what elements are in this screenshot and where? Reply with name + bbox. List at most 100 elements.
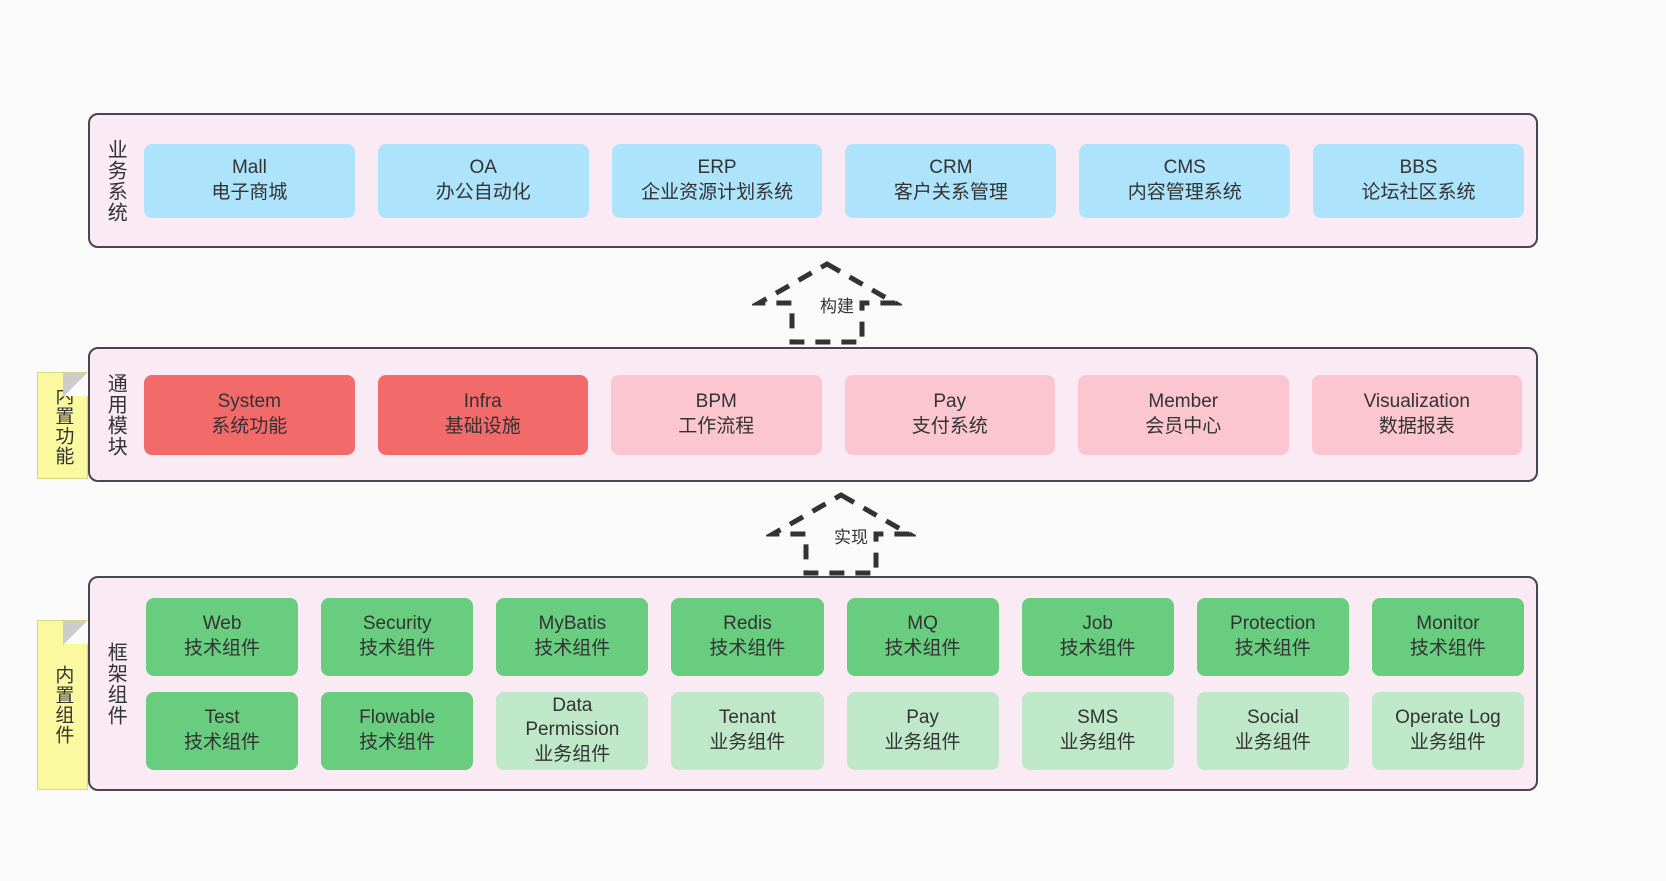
card-subtitle: 数据报表: [1378, 415, 1455, 437]
card-subtitle: 技术组件: [1409, 637, 1486, 659]
card-title: Flowable: [359, 707, 436, 729]
card-flowable[interactable]: Flowable 技术组件: [321, 691, 474, 770]
card-title: Security: [362, 613, 432, 635]
card-subtitle: 企业资源计划系统: [641, 181, 794, 203]
card-subtitle: 技术组件: [359, 637, 436, 659]
card-bpm[interactable]: BPM 工作流程: [611, 374, 822, 455]
card-subtitle: 业务组件: [1234, 731, 1311, 753]
card-erp[interactable]: ERP 企业资源计划系统: [611, 143, 823, 218]
card-title: Monitor: [1416, 613, 1480, 635]
arrow-implement-label: 实现: [832, 523, 870, 548]
card-row: System 系统功能 Infra 基础设施 BPM 工作流程 Pay 支付系统…: [144, 374, 1522, 455]
card-subtitle: 会员中心: [1145, 415, 1222, 437]
card-subtitle: 技术组件: [1234, 637, 1311, 659]
card-pay-business[interactable]: Pay 业务组件: [846, 691, 999, 770]
layer-framework-components[interactable]: 框架组件 Web 技术组件 Security 技术组件 MyBatis 技术组件…: [88, 576, 1538, 791]
card-title: Social: [1246, 707, 1299, 729]
card-title: OA: [469, 157, 497, 179]
layer-common-modules[interactable]: 通用模块 System 系统功能 Infra 基础设施 BPM 工作流程 Pay…: [88, 347, 1538, 482]
card-title: Pay: [906, 707, 939, 729]
layer-business-system[interactable]: 业务系统 Mall 电子商城 OA 办公自动化 ERP 企业资源计划系统 CRM…: [88, 113, 1538, 248]
card-subtitle: 业务组件: [884, 731, 961, 753]
card-subtitle: 办公自动化: [435, 181, 531, 203]
layer-body-framework-components: Web 技术组件 Security 技术组件 MyBatis 技术组件 Redi…: [140, 578, 1536, 789]
card-data-permission[interactable]: Data Permission 业务组件: [496, 691, 649, 770]
card-subtitle: 技术组件: [359, 731, 436, 753]
card-title: Web: [202, 613, 242, 635]
card-title: Tenant: [718, 707, 776, 729]
card-title: MQ: [907, 613, 938, 635]
card-title: Test: [204, 707, 240, 729]
layer-body-business-system: Mall 电子商城 OA 办公自动化 ERP 企业资源计划系统 CRM 客户关系…: [140, 115, 1536, 246]
card-oa[interactable]: OA 办公自动化: [377, 143, 589, 218]
card-title: System: [217, 391, 281, 413]
card-title: Data Permission: [525, 695, 620, 741]
layer-title-business-system: 业务系统: [104, 138, 127, 223]
card-pay[interactable]: Pay 支付系统: [844, 374, 1055, 455]
card-subtitle: 客户关系管理: [893, 181, 1008, 203]
layer-title-framework-components: 框架组件: [104, 641, 127, 726]
card-title: MyBatis: [538, 613, 607, 635]
card-row: Web 技术组件 Security 技术组件 MyBatis 技术组件 Redi…: [146, 597, 1524, 676]
card-title: Job: [1082, 613, 1113, 635]
card-mybatis[interactable]: MyBatis 技术组件: [496, 597, 649, 676]
card-subtitle: 支付系统: [911, 415, 988, 437]
card-title: BPM: [695, 391, 737, 413]
card-subtitle: 业务组件: [709, 731, 786, 753]
card-subtitle: 内容管理系统: [1127, 181, 1242, 203]
card-subtitle: 技术组件: [884, 637, 961, 659]
folded-corner-icon: [63, 621, 87, 645]
card-title: SMS: [1077, 707, 1119, 729]
card-subtitle: 技术组件: [1059, 637, 1136, 659]
card-mq[interactable]: MQ 技术组件: [846, 597, 999, 676]
arrow-implement: 实现: [763, 487, 919, 577]
arrow-build: 构建: [749, 256, 905, 346]
card-row: Mall 电子商城 OA 办公自动化 ERP 企业资源计划系统 CRM 客户关系…: [144, 143, 1524, 218]
card-subtitle: 电子商城: [211, 181, 288, 203]
card-subtitle: 业务组件: [1409, 731, 1486, 753]
card-web[interactable]: Web 技术组件: [146, 597, 299, 676]
card-system[interactable]: System 系统功能: [144, 374, 355, 455]
card-row: Test 技术组件 Flowable 技术组件 Data Permission …: [146, 691, 1524, 770]
card-subtitle: 业务组件: [1059, 731, 1136, 753]
card-security[interactable]: Security 技术组件: [321, 597, 474, 676]
card-test[interactable]: Test 技术组件: [146, 691, 299, 770]
sticky-note-label: 内置组件: [52, 665, 74, 745]
card-title: Visualization: [1363, 391, 1470, 413]
card-social[interactable]: Social 业务组件: [1196, 691, 1349, 770]
card-title: BBS: [1399, 157, 1438, 179]
card-operate-log[interactable]: Operate Log 业务组件: [1371, 691, 1524, 770]
layer-body-common-modules: System 系统功能 Infra 基础设施 BPM 工作流程 Pay 支付系统…: [140, 349, 1536, 480]
card-cms[interactable]: CMS 内容管理系统: [1079, 143, 1291, 218]
card-infra[interactable]: Infra 基础设施: [377, 374, 588, 455]
card-bbs[interactable]: BBS 论坛社区系统: [1313, 143, 1524, 218]
card-subtitle: 业务组件: [534, 743, 611, 765]
card-sms[interactable]: SMS 业务组件: [1021, 691, 1174, 770]
card-title: Pay: [933, 391, 967, 413]
card-title: ERP: [697, 157, 737, 179]
dashed-hollow-arrow-up-icon: [763, 492, 919, 576]
card-tenant[interactable]: Tenant 业务组件: [671, 691, 824, 770]
card-protection[interactable]: Protection 技术组件: [1196, 597, 1349, 676]
card-subtitle: 技术组件: [534, 637, 611, 659]
card-mall[interactable]: Mall 电子商城: [144, 143, 355, 218]
card-title: Redis: [723, 613, 772, 635]
sticky-note-builtin-components[interactable]: 内置组件: [37, 620, 88, 790]
card-title: Infra: [463, 391, 502, 413]
card-subtitle: 技术组件: [184, 637, 261, 659]
card-crm[interactable]: CRM 客户关系管理: [845, 143, 1057, 218]
card-job[interactable]: Job 技术组件: [1021, 597, 1174, 676]
card-title: Member: [1148, 391, 1219, 413]
card-visualization[interactable]: Visualization 数据报表: [1311, 374, 1522, 455]
card-title: CMS: [1163, 157, 1206, 179]
card-subtitle: 系统功能: [211, 415, 288, 437]
card-subtitle: 论坛社区系统: [1361, 181, 1476, 203]
card-title: Mall: [231, 157, 267, 179]
arrow-build-label: 构建: [818, 292, 856, 317]
sticky-note-builtin-features[interactable]: 内置功能: [37, 372, 88, 479]
card-redis[interactable]: Redis 技术组件: [671, 597, 824, 676]
card-member[interactable]: Member 会员中心: [1078, 374, 1289, 455]
card-subtitle: 基础设施: [444, 415, 521, 437]
card-monitor[interactable]: Monitor 技术组件: [1371, 597, 1524, 676]
